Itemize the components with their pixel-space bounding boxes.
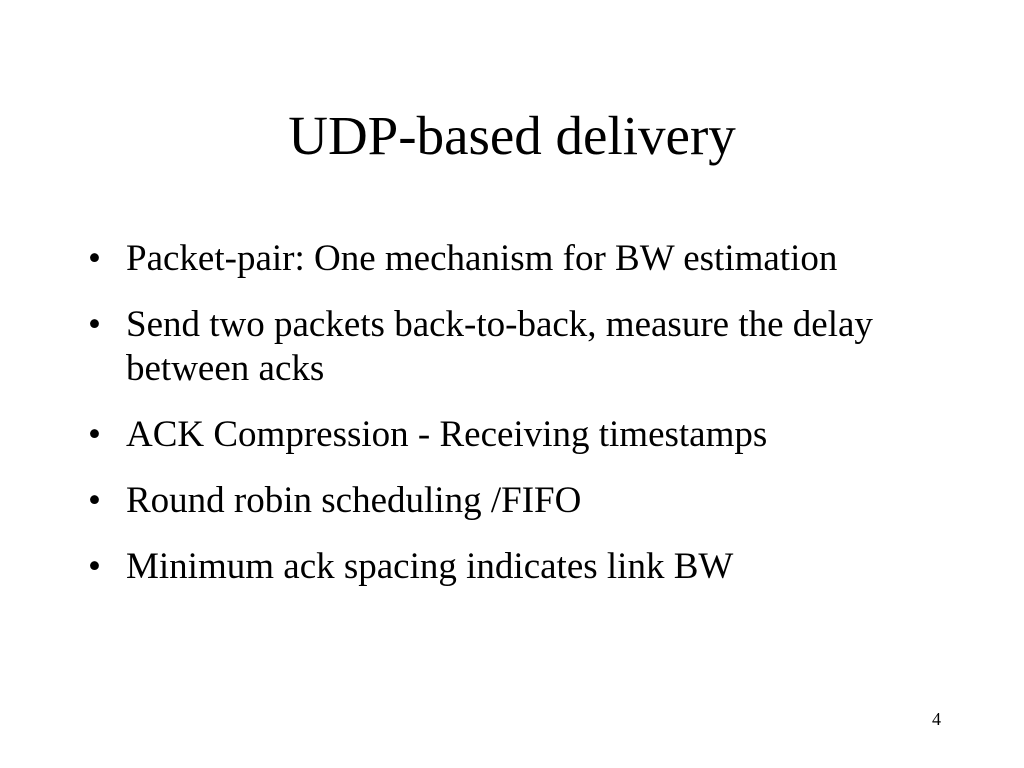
bullet-marker: • — [88, 480, 101, 521]
bullet-list: • Packet-pair: One mechanism for BW esti… — [88, 237, 968, 611]
bullet-marker: • — [88, 304, 101, 345]
bullet-text: Send two packets back-to-back, measure t… — [126, 304, 873, 389]
bullet-item: • ACK Compression - Receiving timestamps — [88, 413, 968, 457]
bullet-item: • Minimum ack spacing indicates link BW — [88, 545, 968, 589]
bullet-item: • Packet-pair: One mechanism for BW esti… — [88, 237, 968, 281]
bullet-text: Round robin scheduling /FIFO — [126, 480, 582, 521]
bullet-item: • Round robin scheduling /FIFO — [88, 479, 968, 523]
page-number: 4 — [932, 709, 941, 729]
bullet-marker: • — [88, 414, 101, 455]
bullet-marker: • — [88, 238, 101, 279]
bullet-item: • Send two packets back-to-back, measure… — [88, 303, 968, 391]
slide-title: UDP-based delivery — [288, 105, 736, 166]
bullet-text: ACK Compression - Receiving timestamps — [126, 414, 768, 455]
bullet-text: Minimum ack spacing indicates link BW — [126, 546, 734, 587]
bullet-marker: • — [88, 546, 101, 587]
bullet-text: Packet-pair: One mechanism for BW estima… — [126, 238, 838, 279]
